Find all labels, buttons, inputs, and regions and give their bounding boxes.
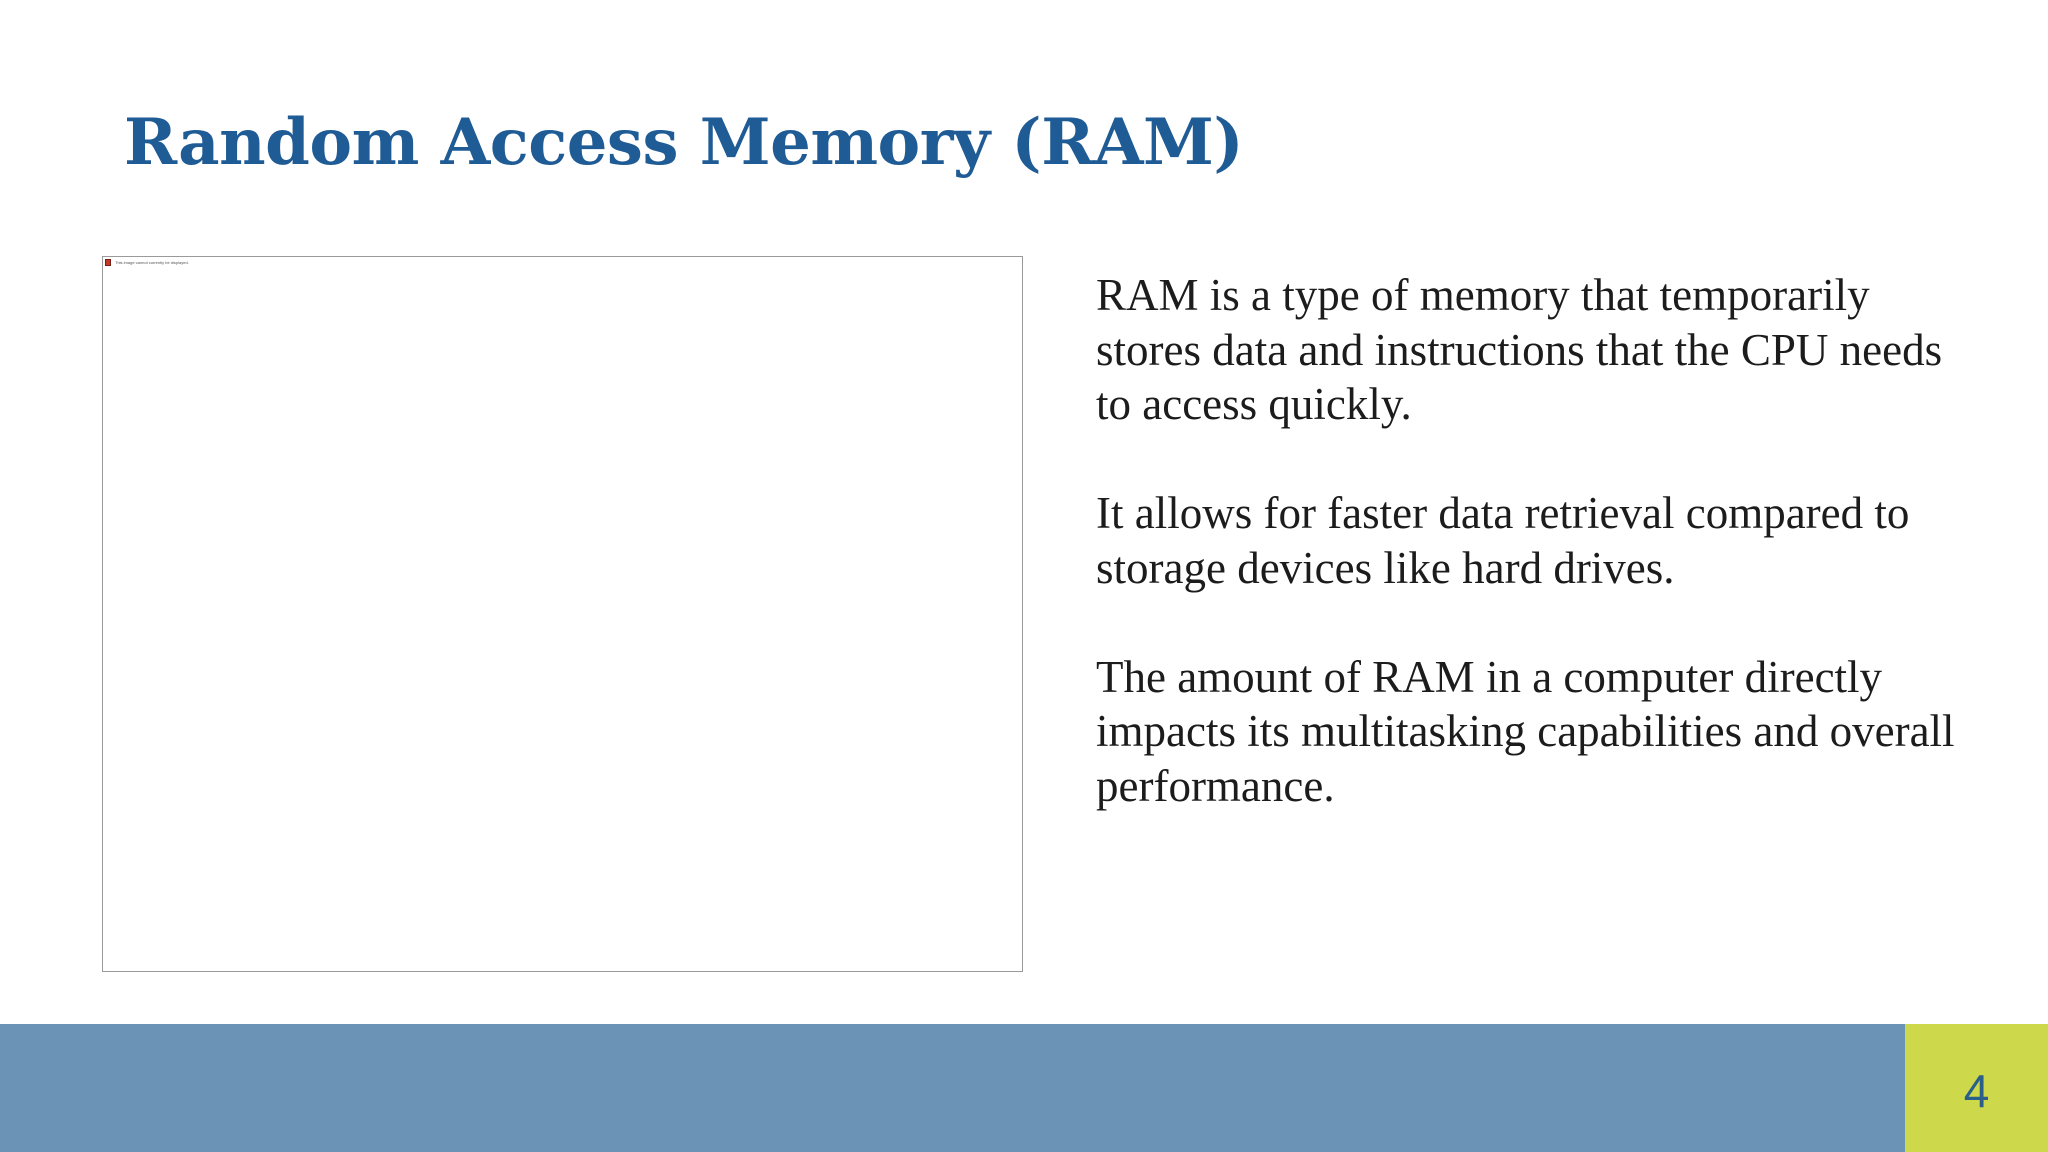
paragraph-ram-definition: RAM is a type of memory that temporarily… [1096, 270, 1943, 429]
slide-body: RAM is a type of memory that temporarily… [1096, 268, 1966, 813]
broken-image-message: This image cannot currently be displayed… [115, 259, 189, 265]
slide-title: Random Access Memory (RAM) [124, 105, 1244, 180]
paragraph-retrieval-speed: It allows for faster data retrieval comp… [1096, 488, 1910, 593]
broken-image-icon [105, 259, 111, 266]
page-number-box: 4 [1905, 1024, 2048, 1152]
image-placeholder: This image cannot currently be displayed… [102, 256, 1023, 972]
page-number: 4 [1963, 1065, 1990, 1117]
paragraph-performance: The amount of RAM in a computer directly… [1096, 651, 1955, 811]
broken-image-notice: This image cannot currently be displayed… [105, 259, 189, 266]
footer-bar [0, 1024, 1905, 1152]
